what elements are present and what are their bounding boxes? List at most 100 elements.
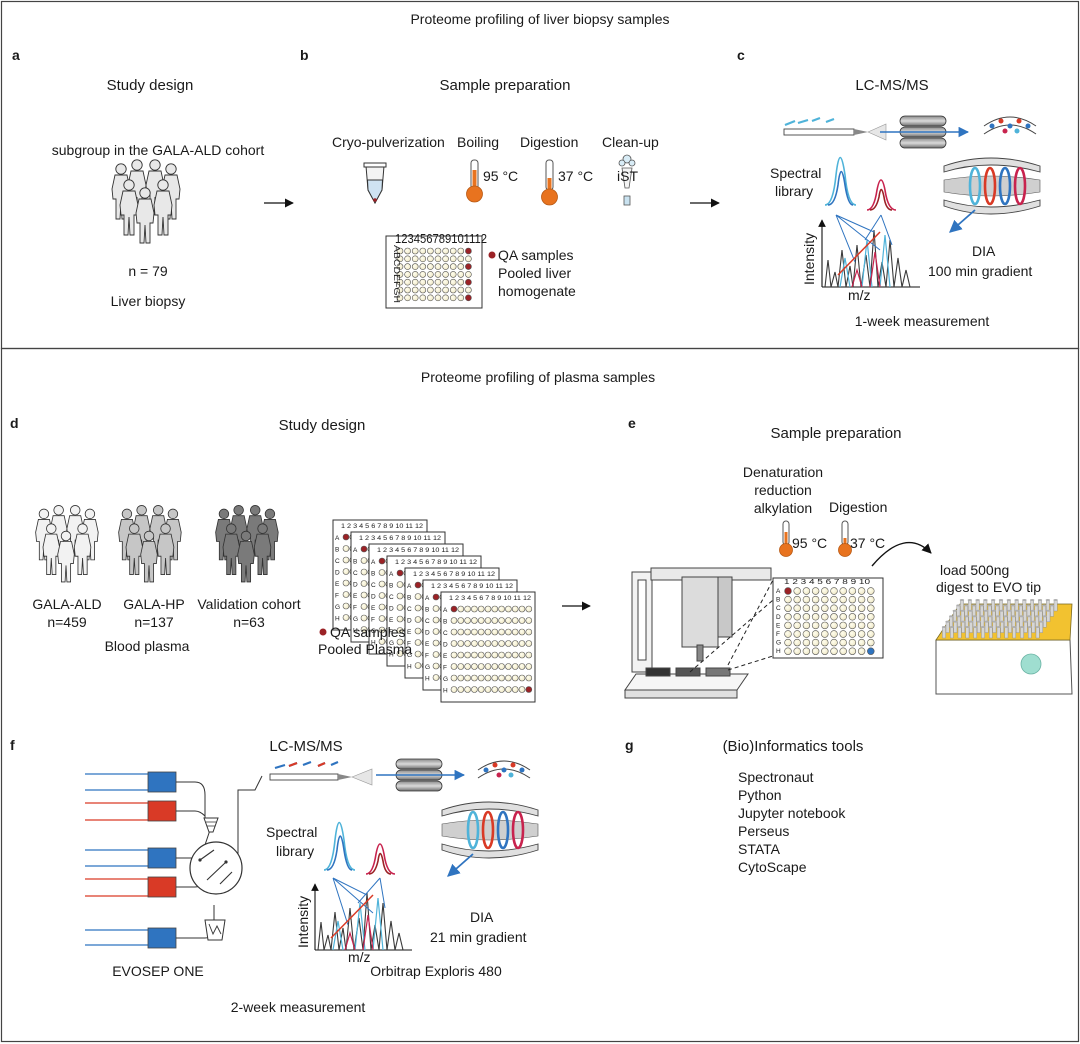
plate-well <box>821 621 829 630</box>
plate-well <box>464 617 471 624</box>
plate-well <box>360 591 368 599</box>
evotip <box>961 621 965 633</box>
plate-well <box>404 271 411 278</box>
plate-column-labels: 1 2 3 4 5 6 7 8 9 10 11 12 <box>449 595 531 602</box>
plate-well <box>378 569 386 576</box>
evosep-pumps <box>147 771 177 949</box>
plate-row-label: H <box>371 640 376 647</box>
plate-row-label: A <box>407 583 412 590</box>
evotip-top <box>1045 599 1051 601</box>
plate-well <box>419 255 427 263</box>
plate-well <box>830 604 838 612</box>
plate-well <box>477 628 485 636</box>
liver-qa-line-1: QA samples <box>498 247 573 263</box>
liver-x-axis-label: m/z <box>848 287 871 303</box>
evotip-top <box>959 599 965 601</box>
evotip <box>1046 610 1051 622</box>
plate-well <box>477 651 485 659</box>
evotip-top <box>1007 620 1013 623</box>
thermometer-95-plasma-icon <box>779 520 793 557</box>
plate-well <box>839 613 847 621</box>
plate-well <box>511 663 519 670</box>
plate-well <box>511 674 519 682</box>
plate-well <box>484 651 492 659</box>
evotip <box>1042 605 1046 617</box>
plate-well <box>419 286 427 294</box>
evotip-top <box>964 615 969 618</box>
evotip-top <box>998 599 1004 601</box>
plate-well <box>839 638 847 647</box>
plate-well <box>867 587 875 595</box>
plate-row-label: G <box>443 676 448 683</box>
plate-well <box>784 604 792 612</box>
plate-well <box>784 587 792 595</box>
evotip-top <box>1007 609 1012 612</box>
cohort-gala-hp-n: n=137 <box>134 614 174 630</box>
plate-well <box>793 595 801 604</box>
evotip-top <box>1030 599 1035 601</box>
plasma-library-line-1: Spectral <box>266 824 317 840</box>
plate-well <box>471 628 478 636</box>
plate-well <box>396 278 404 286</box>
evotip <box>1035 626 1040 639</box>
plate-well <box>411 247 419 255</box>
evotip <box>1050 605 1054 617</box>
plate-well <box>484 674 492 682</box>
plate-well <box>432 674 440 681</box>
plate-well <box>360 545 368 553</box>
evotip-top <box>965 626 970 628</box>
plate-well <box>449 278 457 286</box>
plate-well <box>465 278 472 286</box>
plate-well <box>342 591 350 598</box>
tool-3: Jupyter notebook <box>738 805 846 821</box>
plate-well <box>784 647 792 655</box>
evotip-top <box>972 615 977 618</box>
plate-row-label: A <box>425 595 430 602</box>
plate-well <box>360 614 368 622</box>
plate-well <box>477 686 485 693</box>
evosep-pump-lines <box>85 773 148 946</box>
plate-well <box>465 255 472 263</box>
digest-temp: 37 °C <box>558 168 593 184</box>
evotip <box>1023 610 1027 622</box>
gala-hp-people-icon <box>119 505 182 582</box>
plate-well <box>457 686 465 693</box>
plate-column-labels: 1 2 3 4 5 6 7 8 9 10 11 12 <box>395 559 477 566</box>
e-step-2: reduction <box>754 482 812 498</box>
e-digestion-label: Digestion <box>829 499 887 515</box>
plate-well <box>427 286 434 294</box>
cleanup-kit: iST <box>617 168 638 184</box>
plate-well <box>450 640 458 647</box>
plate-well <box>457 628 465 636</box>
liver-plate-rows: ABCDEFGH <box>392 245 401 303</box>
plate-column-labels: 1 2 3 4 5 6 7 8 9 10 11 12 <box>413 571 495 578</box>
evotip <box>1007 610 1012 622</box>
plate-well <box>414 581 422 589</box>
plate-well <box>396 650 404 657</box>
plate-well <box>457 271 465 278</box>
plate-well <box>442 263 449 270</box>
plasma-qa-line-1: QA samples <box>330 624 405 640</box>
plate-row-label: G <box>353 616 358 623</box>
evotip-top <box>973 626 978 628</box>
plate-well <box>498 628 505 636</box>
evotip <box>995 605 1000 617</box>
evotip-top <box>984 620 989 623</box>
plate-well <box>471 686 478 693</box>
panel-b-letter: b <box>300 47 309 63</box>
evotip <box>1007 599 1011 612</box>
plate-row-label: A <box>443 607 448 614</box>
plate-row-label: H <box>389 652 394 659</box>
evotip <box>991 599 995 612</box>
plate-well <box>525 686 533 693</box>
plate-well <box>821 604 829 612</box>
plate-row-label: A <box>389 571 394 578</box>
plate-well <box>811 647 820 655</box>
plate-row-label: E <box>443 653 448 660</box>
plate-well <box>360 603 368 610</box>
liver-plate <box>385 235 483 309</box>
plate-well <box>491 686 499 693</box>
evotip <box>1004 626 1009 639</box>
plate-well <box>839 621 847 630</box>
plate-well <box>442 247 449 255</box>
